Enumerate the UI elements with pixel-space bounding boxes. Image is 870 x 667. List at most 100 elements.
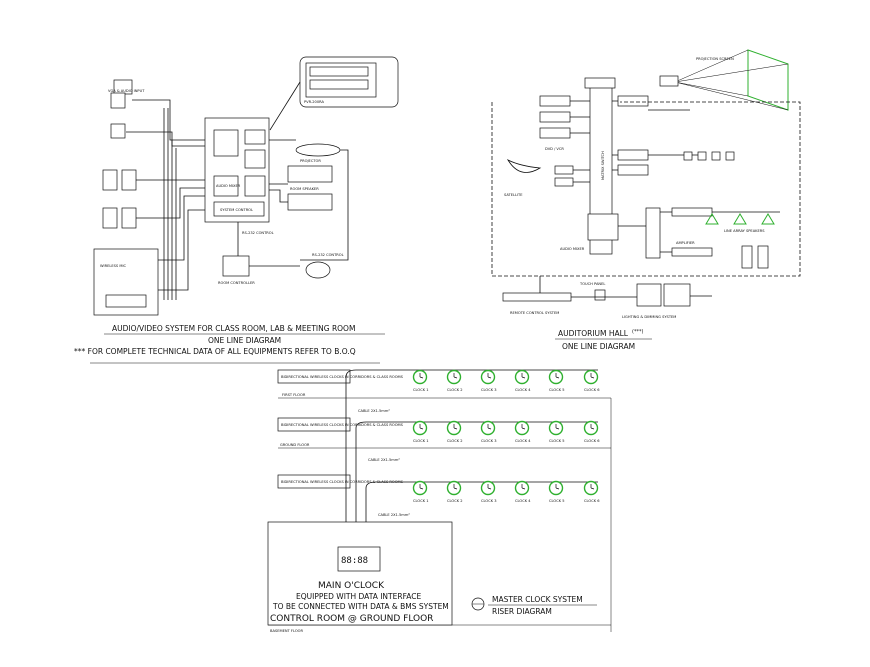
audio-mixer bbox=[587, 213, 619, 241]
connector-panel bbox=[105, 294, 147, 308]
matrix-label: MATRIX SWITCH bbox=[601, 151, 605, 180]
main-clock-display: 88:88 bbox=[341, 556, 368, 566]
main-clock-line1: EQUIPPED WITH DATA INTERFACE bbox=[296, 592, 421, 601]
audio-label: AUDIO MIXER bbox=[216, 184, 241, 188]
satellite-icon bbox=[506, 159, 542, 173]
clock-system-subtitle: RISER DIAGRAM bbox=[492, 607, 552, 616]
floor-label: BIDIRECTIONAL WIRELESS CLOCKS IN CORRIDO… bbox=[281, 375, 404, 379]
clock-icon bbox=[446, 369, 462, 385]
av-caption: AUDIO/VIDEO SYSTEM FOR CLASS ROOM, LAB &… bbox=[112, 324, 355, 333]
projector-icon bbox=[659, 75, 679, 87]
floor-label-box bbox=[277, 369, 351, 384]
clock-label: CLOCK 3 bbox=[481, 388, 497, 392]
rack-unit bbox=[554, 177, 574, 187]
wall-plate bbox=[110, 92, 126, 109]
amplifier-label: AMPLIFIER bbox=[676, 241, 695, 245]
projector-icon bbox=[295, 143, 341, 157]
clock-label: CLOCK 5 bbox=[549, 388, 565, 392]
basement-floor-name: BASEMENT FLOOR bbox=[270, 629, 303, 633]
system-control bbox=[213, 201, 265, 217]
floor-label-box bbox=[277, 474, 351, 489]
master-clock-diagram: FIRST FLOOR GROUND FLOOR BIDIRECTIONAL W… bbox=[267, 369, 612, 633]
rack-unit bbox=[539, 127, 571, 139]
control-panel-label: SYSTEM CONTROL bbox=[220, 208, 253, 212]
clock-label: CLOCK 1 bbox=[413, 388, 429, 392]
remote-control-label: REMOTE CONTROL SYSTEM bbox=[510, 311, 559, 315]
monitor-icon bbox=[697, 151, 707, 161]
remote-buttons bbox=[309, 79, 369, 90]
touch-panel-label: TOUCH PANEL bbox=[579, 282, 605, 286]
clock-icon bbox=[446, 480, 462, 496]
clock-icon bbox=[583, 480, 599, 496]
rack-unit bbox=[244, 129, 266, 145]
audio-mixer-label: AUDIO MIXER bbox=[560, 247, 585, 251]
auditorium-caption-note: (***) bbox=[632, 329, 643, 335]
audio-mixer bbox=[213, 175, 239, 197]
clock-label: CLOCK 1 bbox=[413, 499, 429, 503]
wall-plate-label: VGA & AUDIO INPUT bbox=[108, 89, 145, 93]
auditorium-caption: AUDITORIUM HALL bbox=[558, 329, 629, 338]
touch-panel bbox=[594, 289, 606, 301]
clock-label: CLOCK 2 bbox=[447, 388, 463, 392]
amplifier bbox=[244, 175, 266, 197]
clock-icon bbox=[514, 420, 530, 436]
dvd-label: DVD / VCR bbox=[545, 147, 564, 151]
floor-name: GROUND FLOOR bbox=[280, 443, 310, 447]
rack-unit bbox=[617, 149, 649, 161]
monitor-icon bbox=[683, 151, 693, 161]
wall-plate bbox=[121, 207, 137, 229]
monitor-icon bbox=[725, 151, 735, 161]
lighting-label: LIGHTING & DIMMING SYSTEM bbox=[622, 315, 676, 319]
control-room-box bbox=[267, 521, 453, 626]
clock-label: CLOCK 3 bbox=[481, 499, 497, 503]
wall-plate bbox=[121, 169, 137, 191]
clock-label: CLOCK 4 bbox=[515, 439, 531, 443]
main-clock-unit bbox=[337, 546, 381, 572]
clock-icon bbox=[412, 480, 428, 496]
rs232-label: RS-232 CONTROL bbox=[242, 231, 274, 235]
clock-icon bbox=[514, 480, 530, 496]
speaker-cabinet bbox=[757, 245, 769, 269]
clock-label: CLOCK 1 bbox=[413, 439, 429, 443]
amplifier bbox=[671, 207, 713, 217]
video-switcher bbox=[213, 129, 239, 157]
main-clock-location: CONTROL ROOM @ GROUND FLOOR bbox=[270, 614, 433, 624]
clock-icon bbox=[480, 480, 496, 496]
floor-label-box bbox=[277, 417, 351, 432]
clock-icon bbox=[412, 369, 428, 385]
clock-label: CLOCK 4 bbox=[515, 388, 531, 392]
clock-system-title: MASTER CLOCK SYSTEM bbox=[492, 595, 583, 604]
wall-plate bbox=[102, 207, 118, 229]
clock-label: CLOCK 6 bbox=[584, 499, 600, 503]
clock-label: CLOCK 6 bbox=[584, 388, 600, 392]
rack-unit bbox=[617, 95, 649, 107]
speaker-icon bbox=[705, 213, 775, 225]
speaker-icon bbox=[287, 165, 333, 183]
clock-icon bbox=[514, 369, 530, 385]
cable-label: CABLE 2X1.5mm² bbox=[368, 458, 400, 462]
cloud-icon bbox=[305, 261, 331, 279]
rack-unit bbox=[584, 77, 616, 89]
clock-icon bbox=[583, 369, 599, 385]
av-note: *** FOR COMPLETE TECHNICAL DATA OF ALL E… bbox=[74, 347, 356, 356]
amplifier bbox=[671, 247, 713, 257]
rack-unit bbox=[617, 164, 649, 176]
dimmer-rack bbox=[636, 283, 662, 307]
projection-label: PROJECTION SCREEN bbox=[696, 57, 734, 61]
clock-icon bbox=[446, 420, 462, 436]
room-controller bbox=[222, 255, 250, 277]
projector-label: PROJECTOR bbox=[300, 159, 321, 163]
mic-label: WIRELESS MIC bbox=[100, 264, 127, 268]
speaker-label: ROOM SPEAKER bbox=[290, 187, 319, 191]
rack-unit bbox=[539, 111, 571, 123]
av-system-diagram: VGA & AUDIO INPUT WIRELESS MIC SYSTEM CO… bbox=[74, 56, 399, 364]
floor-label: BIDIRECTIONAL WIRELESS CLOCKS IN CORRIDO… bbox=[281, 423, 404, 427]
remote-label: PVR-200RA bbox=[304, 100, 324, 104]
clock-icon bbox=[548, 369, 564, 385]
wall-plate bbox=[102, 169, 118, 191]
clock-label: CLOCK 3 bbox=[481, 439, 497, 443]
monitor-icon bbox=[711, 151, 721, 161]
main-clock-line2: TO BE CONNECTED WITH DATA & BMS SYSTEM bbox=[272, 602, 449, 611]
clock-icon bbox=[480, 369, 496, 385]
